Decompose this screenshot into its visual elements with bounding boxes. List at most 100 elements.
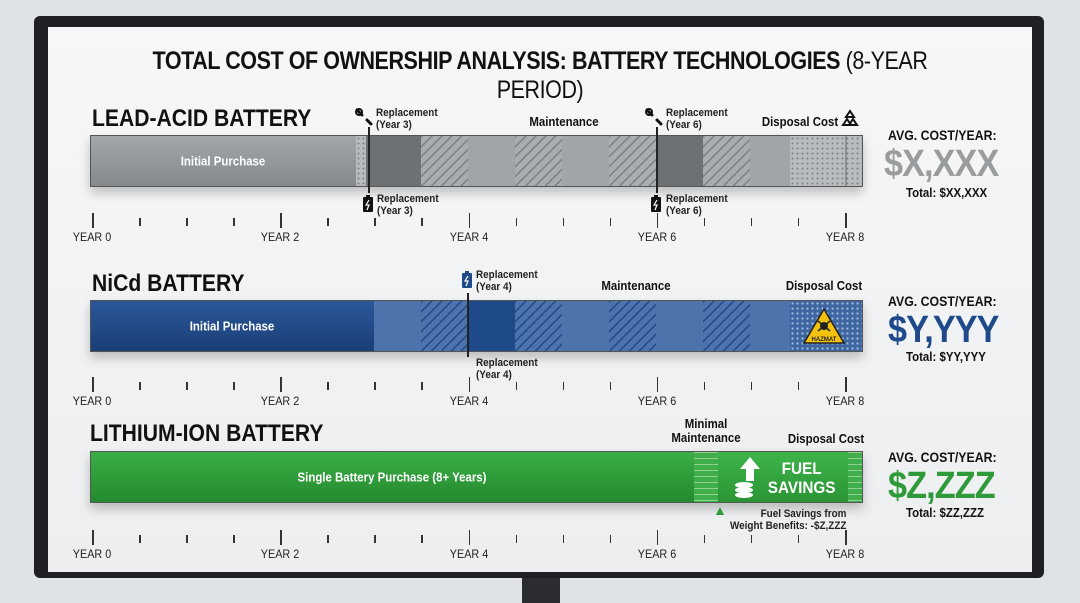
axis-minor-tick <box>186 382 188 390</box>
axis-minor-tick <box>233 218 235 226</box>
coins-icon <box>735 457 760 498</box>
lithium-title: LITHIUM-ION BATTERY <box>90 420 324 447</box>
wrench-icon <box>355 108 373 126</box>
axis-minor-tick <box>327 535 329 543</box>
lead-disposal-label: Disposal Cost <box>761 114 839 129</box>
axis-minor-tick <box>374 218 376 226</box>
recycle-icon <box>841 109 859 126</box>
axis-minor-tick <box>233 382 235 390</box>
nicd-maintenance-label: Maintenance <box>601 278 671 293</box>
nicd-total: Total: $YY,YYY <box>906 349 986 364</box>
axis-year-label: YEAR 6 <box>637 230 676 244</box>
monitor-stand <box>522 578 560 603</box>
axis-minor-tick <box>139 382 141 390</box>
lithium-avg-value: $Z,ZZZ <box>888 465 996 507</box>
title-suffix: (8-YEAR PERIOD) <box>496 47 928 104</box>
lead-dot-1 <box>356 136 366 186</box>
lead-plain-1 <box>468 136 515 186</box>
lead-initial-segment <box>91 136 356 186</box>
axis-major-tick <box>92 213 94 228</box>
lead-plain-2 <box>562 136 609 186</box>
axis-minor-tick <box>233 535 235 543</box>
lithium-avg-head: AVG. COST/YEAR: <box>888 449 997 465</box>
axis-year-label: YEAR 4 <box>449 547 488 561</box>
nicd-initial-label: Initial Purchase <box>189 318 275 334</box>
lead-acid-title: LEAD-ACID BATTERY <box>92 105 312 132</box>
nicd-hatch-1 <box>421 301 468 351</box>
nicd-plain-2 <box>562 301 609 351</box>
nicd-plain-4 <box>750 301 790 351</box>
axis-minor-tick <box>703 218 706 226</box>
nicd-hatch-2 <box>515 301 562 351</box>
axis-minor-tick <box>797 218 800 226</box>
nicd-hatch-3 <box>609 301 656 351</box>
axis-major-tick <box>468 530 470 545</box>
lead-replacement-1-segment <box>366 136 421 186</box>
axis-minor-tick <box>421 218 423 226</box>
lithium-purchase-segment <box>91 452 694 502</box>
axis-minor-tick <box>750 382 753 390</box>
axis-year-label: YEAR 0 <box>72 547 112 561</box>
axis-major-tick <box>845 377 847 392</box>
nicd-plain-3 <box>656 301 703 351</box>
lead-replacement-2-segment <box>656 136 703 186</box>
axis-major-tick <box>845 213 847 228</box>
axis-year-label: YEAR 2 <box>261 230 300 244</box>
nicd-replacement-line <box>467 293 469 357</box>
nicd-hatch-4 <box>703 301 750 351</box>
lithium-maintenance-segment <box>694 452 718 502</box>
lithium-bar: Single Battery Purchase (8+ Years) <box>90 451 863 503</box>
axis-year-label: YEAR 6 <box>637 547 676 561</box>
axis-minor-tick <box>562 382 565 390</box>
nicd-bar: Initial Purchase <box>90 300 863 352</box>
lead-replacement-bot-1: Replacement(Year 3) <box>377 193 439 217</box>
axis-minor-tick <box>374 535 376 543</box>
wrench-icon <box>645 108 663 126</box>
axis-major-tick <box>656 377 659 392</box>
axis-minor-tick <box>186 535 188 543</box>
lead-replacement-1-line <box>368 127 370 193</box>
axis-minor-tick <box>515 535 518 543</box>
axis-minor-tick <box>186 218 188 226</box>
nicd-replacement-bot: Replacement(Year 4) <box>476 357 538 381</box>
lead-avg-value: $X,XXX <box>884 143 999 185</box>
lead-replacement-top-1: Replacement(Year 3) <box>376 107 438 131</box>
axis-minor-tick <box>374 382 376 390</box>
nicd-initial-segment <box>91 301 374 351</box>
lead-plain-3 <box>750 136 790 186</box>
axis-minor-tick <box>797 535 800 543</box>
lead-hatch-3 <box>609 136 656 186</box>
nicd-replacement-top: Replacement(Year 4) <box>476 269 538 293</box>
axis-minor-tick <box>797 382 800 390</box>
axis-minor-tick <box>421 535 423 543</box>
screen: TOTAL COST OF OWNERSHIP ANALYSIS: BATTER… <box>48 27 1032 572</box>
axis-minor-tick <box>327 218 329 226</box>
axis-minor-tick <box>139 218 141 226</box>
lithium-disposal-label: Disposal Cost <box>787 431 865 446</box>
axis-minor-tick <box>703 535 706 543</box>
axis-year-label: YEAR 8 <box>825 394 865 408</box>
axis-minor-tick <box>609 535 612 543</box>
axis-year-label: YEAR 8 <box>825 547 865 561</box>
lead-maintenance-label: Maintenance <box>529 114 599 129</box>
axis-major-tick <box>92 377 94 392</box>
axis-year-label: YEAR 4 <box>449 394 488 408</box>
axis-year-label: YEAR 6 <box>637 394 676 408</box>
axis-major-tick <box>656 530 659 545</box>
axis-minor-tick <box>421 382 423 390</box>
lead-disposal-segment <box>790 136 862 186</box>
axis-minor-tick <box>609 218 612 226</box>
axis-minor-tick <box>515 382 518 390</box>
battery-icon <box>462 271 472 288</box>
lead-replacement-bot-2: Replacement(Year 6) <box>666 193 728 217</box>
lithium-total: Total: $ZZ,ZZZ <box>906 505 984 520</box>
axis-year-label: YEAR 2 <box>261 394 300 408</box>
lead-avg-head: AVG. COST/YEAR: <box>888 127 997 143</box>
lead-hatch-4 <box>703 136 750 186</box>
page-title: TOTAL COST OF OWNERSHIP ANALYSIS: BATTER… <box>117 47 963 105</box>
lead-hatch-2 <box>515 136 562 186</box>
nicd-replacement-segment <box>468 301 515 351</box>
axis-year-label: YEAR 0 <box>72 230 112 244</box>
